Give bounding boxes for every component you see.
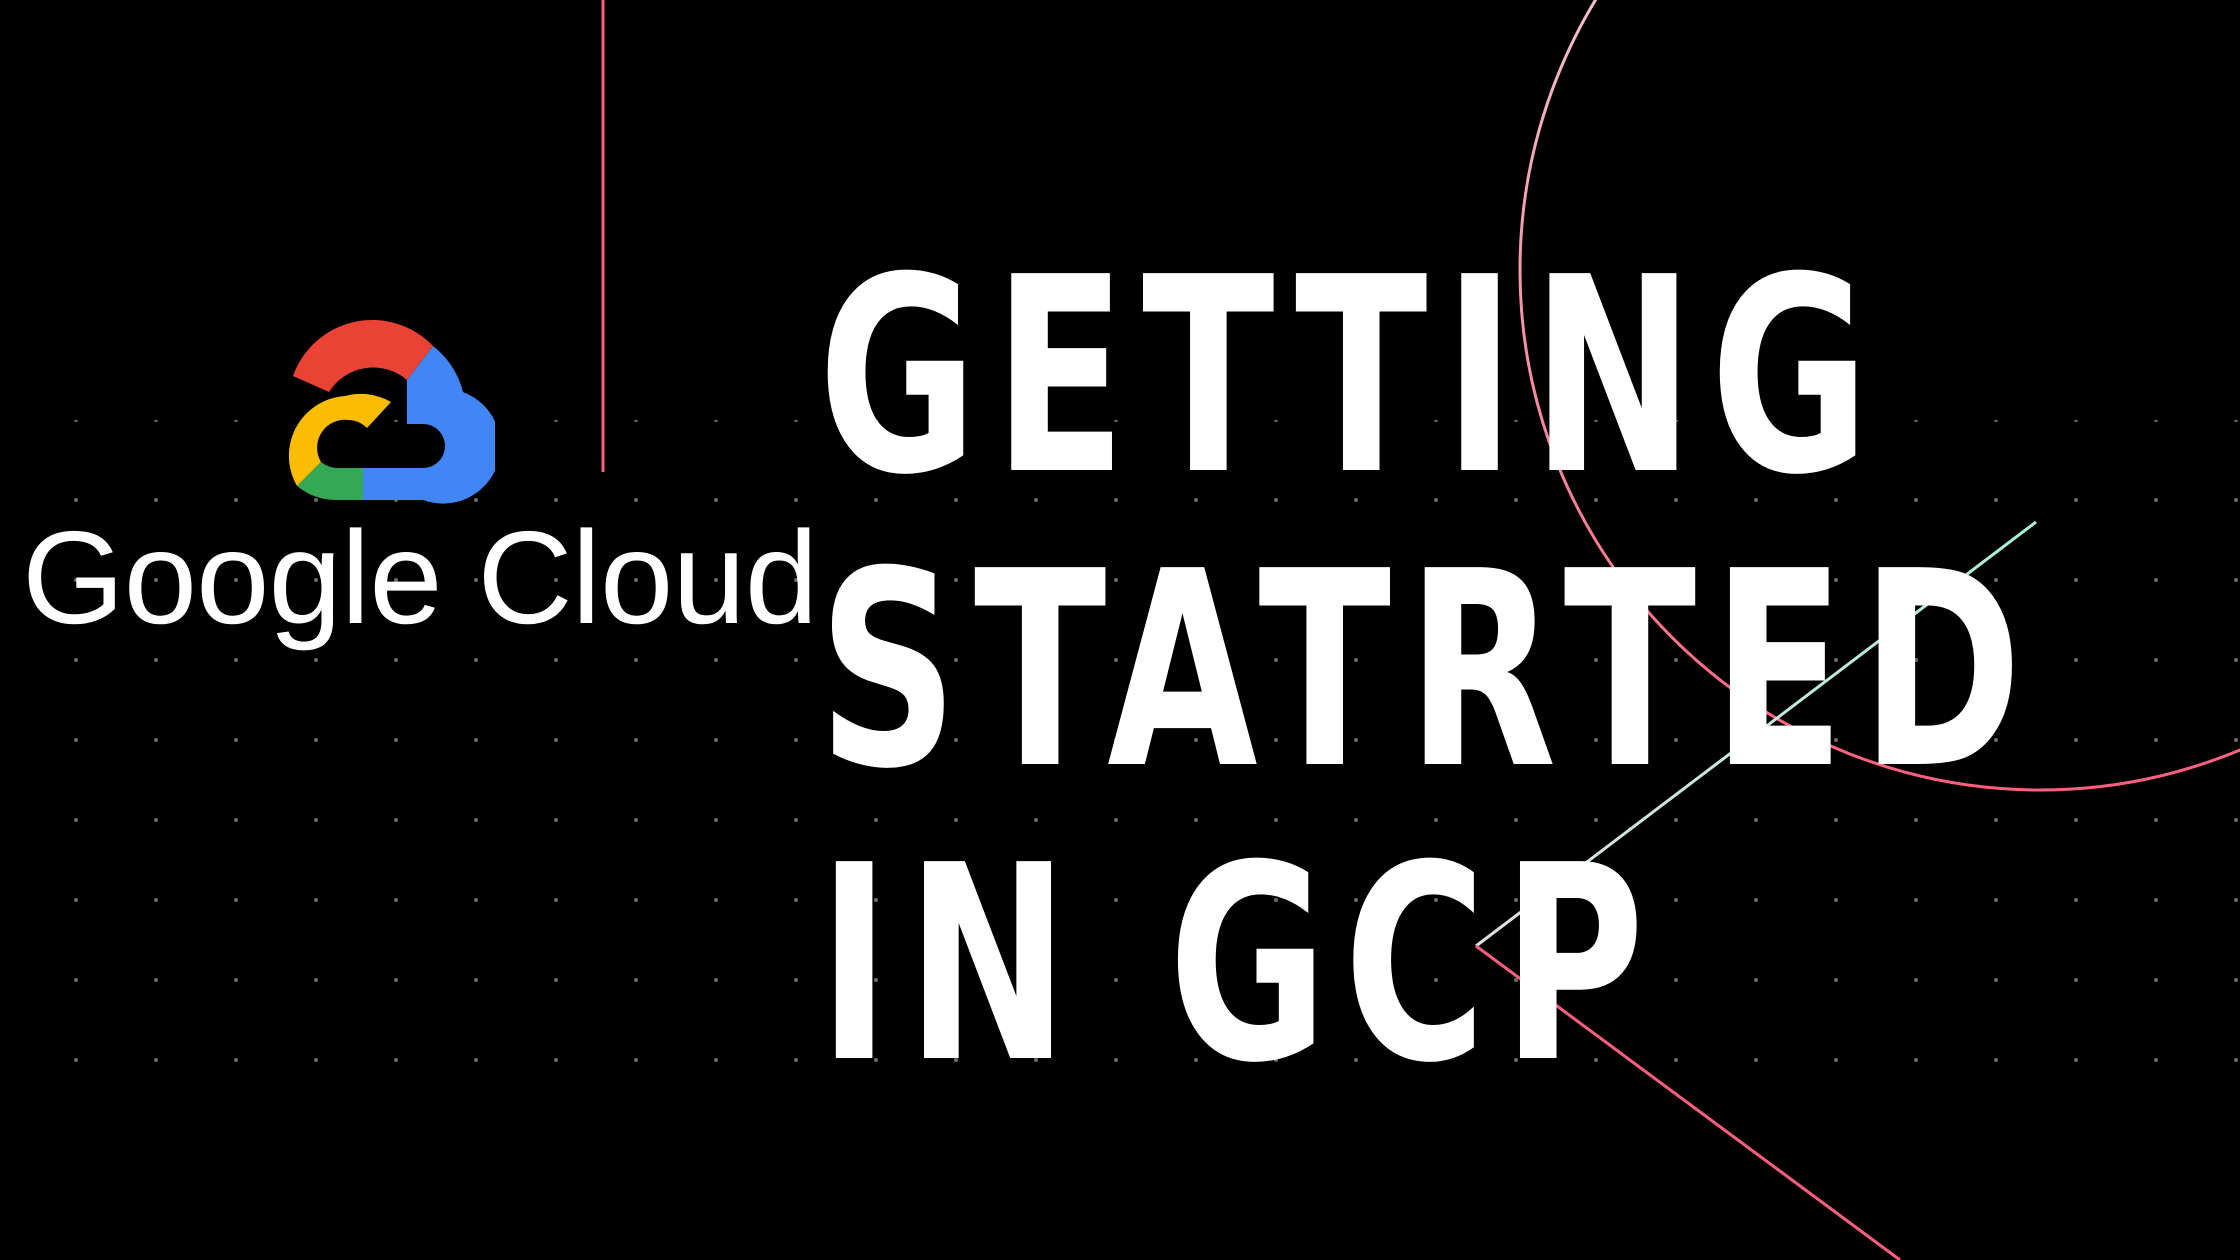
headline-line-2: STATRTED [818, 513, 2038, 828]
google-cloud-brand: Google Cloud [0, 300, 818, 660]
headline-line-1: GETTING [818, 219, 1886, 534]
decorative-circle [1518, 0, 2240, 792]
google-cloud-logo-icon [288, 319, 495, 504]
google-cloud-wordmark: Google Cloud [22, 504, 818, 651]
dot-grid [0, 420, 2240, 1080]
headline-line-3: IN GCP [818, 807, 1661, 1122]
diagonal-line-upper [1475, 520, 2037, 948]
headline: GETTING STATRTED IN GCP [818, 230, 2118, 1112]
diagonal-line-lower [1475, 944, 1901, 1260]
